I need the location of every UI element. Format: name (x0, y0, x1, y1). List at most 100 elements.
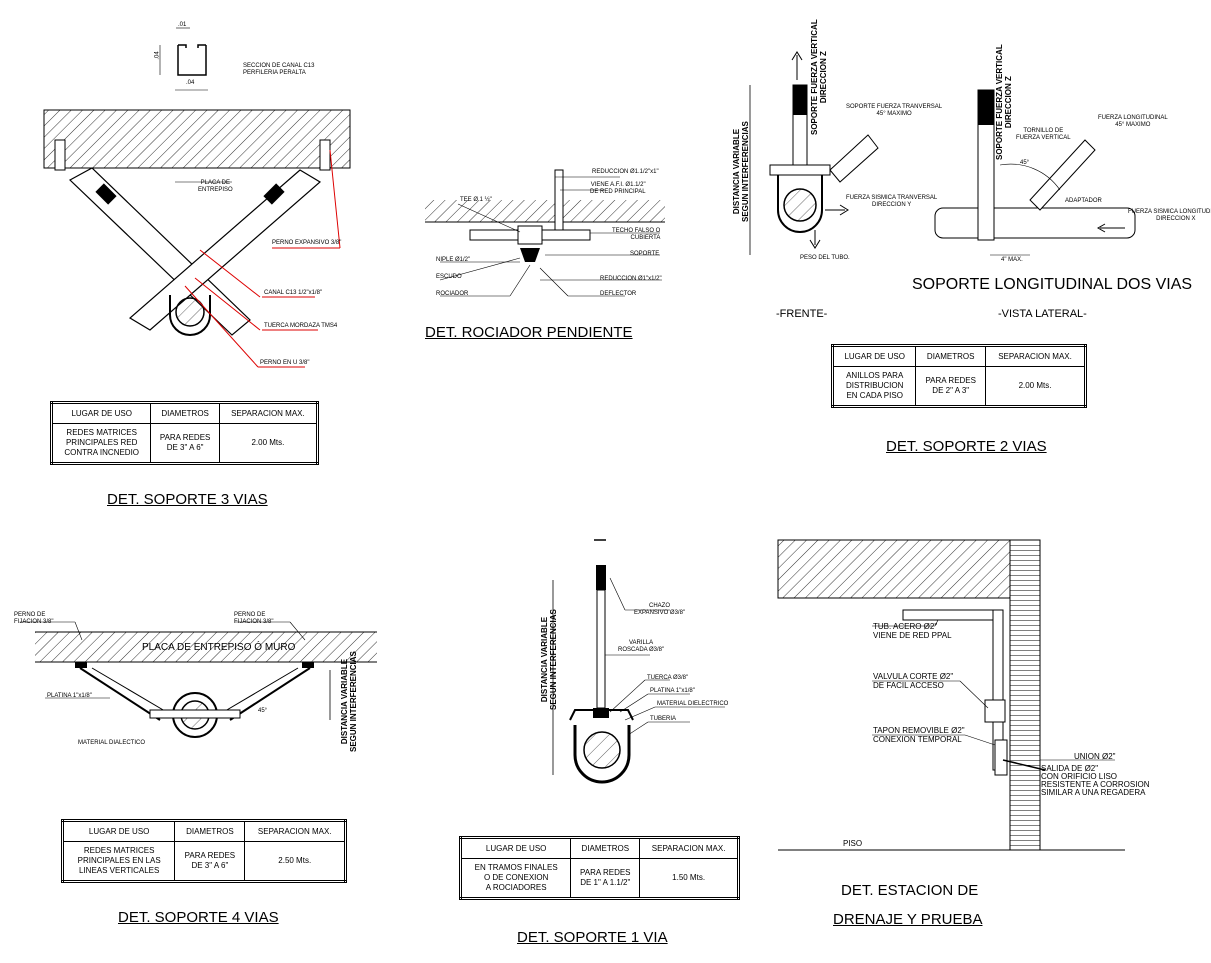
header-separacion: SEPARACION MAX. (244, 820, 346, 842)
header-lugar: LUGAR DE USO (61, 820, 176, 842)
header-lugar: LUGAR DE USO (831, 345, 917, 367)
header-diametros: DIAMETROS (915, 345, 987, 367)
det2-title: DET. SOPORTE 2 VIAS (886, 438, 1047, 455)
drenaje-union-label: UNION Ø2" (1074, 752, 1116, 761)
det3-placa-label: PLACA DE ENTREPISO (198, 180, 233, 193)
det2-longitudinal-label: FUERZA LONGITUDINAL 45° MAXIMO (1098, 115, 1168, 128)
table-header-row: LUGAR DE USO DIAMETROS SEPARACION MAX. (459, 837, 739, 859)
rociador-drawing (425, 169, 665, 297)
table-header-row: LUGAR DE USO DIAMETROS SEPARACION MAX. (61, 820, 346, 842)
det3-canal-label: CANAL C13 1/2"x1/8" (264, 290, 323, 296)
rociador-techo-label: TECHO FALSO O CUBIERTA (612, 228, 661, 241)
cell-separacion: 2.00 Mts. (985, 366, 1086, 407)
table-row: ANILLOS PARA DISTRIBUCION EN CADA PISO P… (831, 366, 1086, 407)
det1-title: DET. SOPORTE 1 VIA (517, 929, 668, 946)
header-lugar: LUGAR DE USO (459, 837, 572, 859)
cell-diametros: PARA REDES DE 3" A 6" (150, 423, 220, 464)
det2-transversal-label: SOPORTE FUERZA TRANVERSAL 45° MAXIMO (846, 104, 943, 117)
det4-angle-label: 45° (258, 708, 268, 714)
table-row: EN TRAMOS FINALES O DE CONEXION A ROCIAD… (459, 858, 739, 899)
rociador-deflector-label: DEFLECTOR (600, 291, 637, 297)
cell-lugar: EN TRAMOS FINALES O DE CONEXION A ROCIAD… (459, 858, 572, 899)
table-row: REDES MATRICES PRINCIPALES RED CONTRA IN… (50, 423, 319, 464)
drenaje-drawing (777, 539, 1125, 851)
drenaje-title-2: DRENAJE Y PRUEBA (833, 911, 983, 928)
det3-drawing (43, 27, 351, 368)
det2-distancia-label: DISTANCIA VARIABLE SEGUN INTERFERENCIAS (732, 121, 750, 222)
det3-perno-expansivo-label: PERNO EXPANSIVO 3/8" (272, 240, 342, 246)
cell-lugar: REDES MATRICES PRINCIPALES EN LAS LINEAS… (61, 841, 176, 882)
det2-angle-label: 45° (1020, 160, 1030, 166)
det2-soporte-vertical-1: SOPORTE FUERZA VERTICAL DIRECCION Z (810, 19, 828, 135)
det3-tuerca-label: TUERCA MORDAZA TMS4 (264, 323, 338, 329)
det3-dim-bottom: .04 (186, 80, 195, 86)
header-separacion: SEPARACION MAX. (218, 402, 319, 424)
det1-platina-label: PLATINA 1"x1/8" (650, 688, 695, 694)
table-header-row: LUGAR DE USO DIAMETROS SEPARACION MAX. (50, 402, 319, 424)
cell-separacion: 2.50 Mts. (244, 841, 346, 882)
rociador-soporte-label: SOPORTE (630, 251, 660, 257)
det1-varilla-label: VARILLA ROSCADA Ø3/8" (618, 640, 665, 653)
det2-sismica-trans-label: FUERZA SISMICA TRANVERSAL DIRECCION Y (846, 195, 938, 208)
det1-distancia-label: DISTANCIA VARIABLE SEGUN INTERFERENCIAS (540, 609, 558, 710)
rociador-title: DET. ROCIADOR PENDIENTE (425, 324, 633, 341)
det3-perno-u-label: PERNO EN U 3/8" (260, 360, 310, 366)
cell-diametros: PARA REDES DE 1" A 1.1/2" (570, 858, 641, 899)
det2-tornillo-label: TORNILLO DE FUERZA VERTICAL (1016, 128, 1071, 141)
det4-perno-2-label: PERNO DE FIJACION 3/8" (234, 612, 274, 625)
det2-longitudinal-title: SOPORTE LONGITUDINAL DOS VIAS (912, 276, 1193, 293)
det2-frente-label: -FRENTE- (776, 308, 828, 320)
rociador-tee-label: TEE Ø 1 ½" (460, 197, 492, 203)
cell-diametros: PARA REDES DE 2" A 3" (915, 366, 987, 407)
drenaje-valvula-label: VALVULA CORTE Ø2" DE FACIL ACCESO (873, 672, 954, 690)
det1-material-label: MATERIAL DIELECTRICO (657, 701, 729, 707)
cell-lugar: REDES MATRICES PRINCIPALES RED CONTRA IN… (50, 423, 152, 464)
det2-spec-table: LUGAR DE USO DIAMETROS SEPARACION MAX. A… (831, 344, 1087, 408)
det3-title: DET. SOPORTE 3 VIAS (107, 491, 268, 508)
det3-dim-top: .01 (178, 22, 187, 28)
cell-separacion: 2.00 Mts. (218, 423, 319, 464)
cell-diametros: PARA REDES DE 3" A 6" (174, 841, 246, 882)
drenaje-tub-label: TUB. ACERO Ø2" VIENE DE RED PPAL (873, 622, 952, 640)
det4-placa-label: PLACA DE ENTREPISO Ó MURO (142, 642, 296, 653)
det1-spec-table: LUGAR DE USO DIAMETROS SEPARACION MAX. E… (459, 836, 740, 900)
det3-section-label: SECCION DE CANAL C13 PERFILERIA PERALTA (243, 63, 315, 76)
det1-tuerca-label: TUERCA Ø3/8" (647, 675, 689, 681)
det4-distancia-label: DISTANCIA VARIABLE SEGUN INTERFERENCIAS (340, 651, 358, 752)
rociador-escudo-label: ESCUDO (436, 274, 462, 280)
table-header-row: LUGAR DE USO DIAMETROS SEPARACION MAX. (831, 345, 1086, 367)
rociador-reduccion2-label: REDUCCION Ø1"x1/2" (600, 276, 662, 282)
det2-lateral-label: -VISTA LATERAL- (998, 308, 1087, 320)
det4-drawing (20, 621, 377, 738)
det2-soporte-vertical-2: SOPORTE FUERZA VERTICAL DIRECCION Z (995, 44, 1013, 160)
rociador-reduccion1-label: REDUCCION Ø1.1/2"x1" (592, 169, 659, 175)
header-diametros: DIAMETROS (570, 837, 641, 859)
header-diametros: DIAMETROS (174, 820, 246, 842)
rociador-viene-label: VIENE A.F.I. Ø1.1/2" DE RED PRINCIPAL (590, 182, 646, 195)
header-separacion: SEPARACION MAX. (639, 837, 739, 859)
cell-lugar: ANILLOS PARA DISTRIBUCION EN CADA PISO (831, 366, 917, 407)
rociador-niple-label: NIPLE Ø1/2" (436, 257, 471, 263)
det3-spec-table: LUGAR DE USO DIAMETROS SEPARACION MAX. R… (50, 401, 319, 465)
det4-material-label: MATERIAL DIALECTICO (78, 740, 146, 746)
det4-title: DET. SOPORTE 4 VIAS (118, 909, 279, 926)
det1-chazo-label: CHAZO EXPANSIVO Ø3/8" (634, 603, 686, 616)
det2-sismica-long-label: FUERZA SISMICA LONGITUDINAL DIRECCION X (1128, 209, 1211, 222)
det3-dim-side: .04 (154, 51, 161, 60)
drenaje-piso-label: PISO (843, 839, 863, 848)
det2-drawing (749, 51, 1136, 256)
header-lugar: LUGAR DE USO (50, 402, 152, 424)
table-row: REDES MATRICES PRINCIPALES EN LAS LINEAS… (61, 841, 346, 882)
drenaje-tapon-label: TAPON REMOVIBLE Ø2" CONEXION TEMPORAL (873, 726, 965, 744)
rociador-rociador-label: ROCIADOR (436, 291, 469, 297)
cell-separacion: 1.50 Mts. (639, 858, 739, 899)
det1-drawing (552, 539, 725, 784)
det2-adaptador-label: ADAPTADOR (1065, 198, 1102, 204)
det1-tuberia-label: TUBERIA (650, 716, 677, 722)
header-diametros: DIAMETROS (150, 402, 220, 424)
det2-max-label: 4" MAX. (1001, 257, 1023, 263)
det4-platina-label: PLATINA 1"x1/8" (47, 693, 92, 699)
drenaje-salida-label: SALIDA DE Ø2" CON ORIFICIO LISO RESISTEN… (1041, 764, 1150, 797)
det4-perno-1-label: PERNO DE FIJACION 3/8" (14, 612, 54, 625)
